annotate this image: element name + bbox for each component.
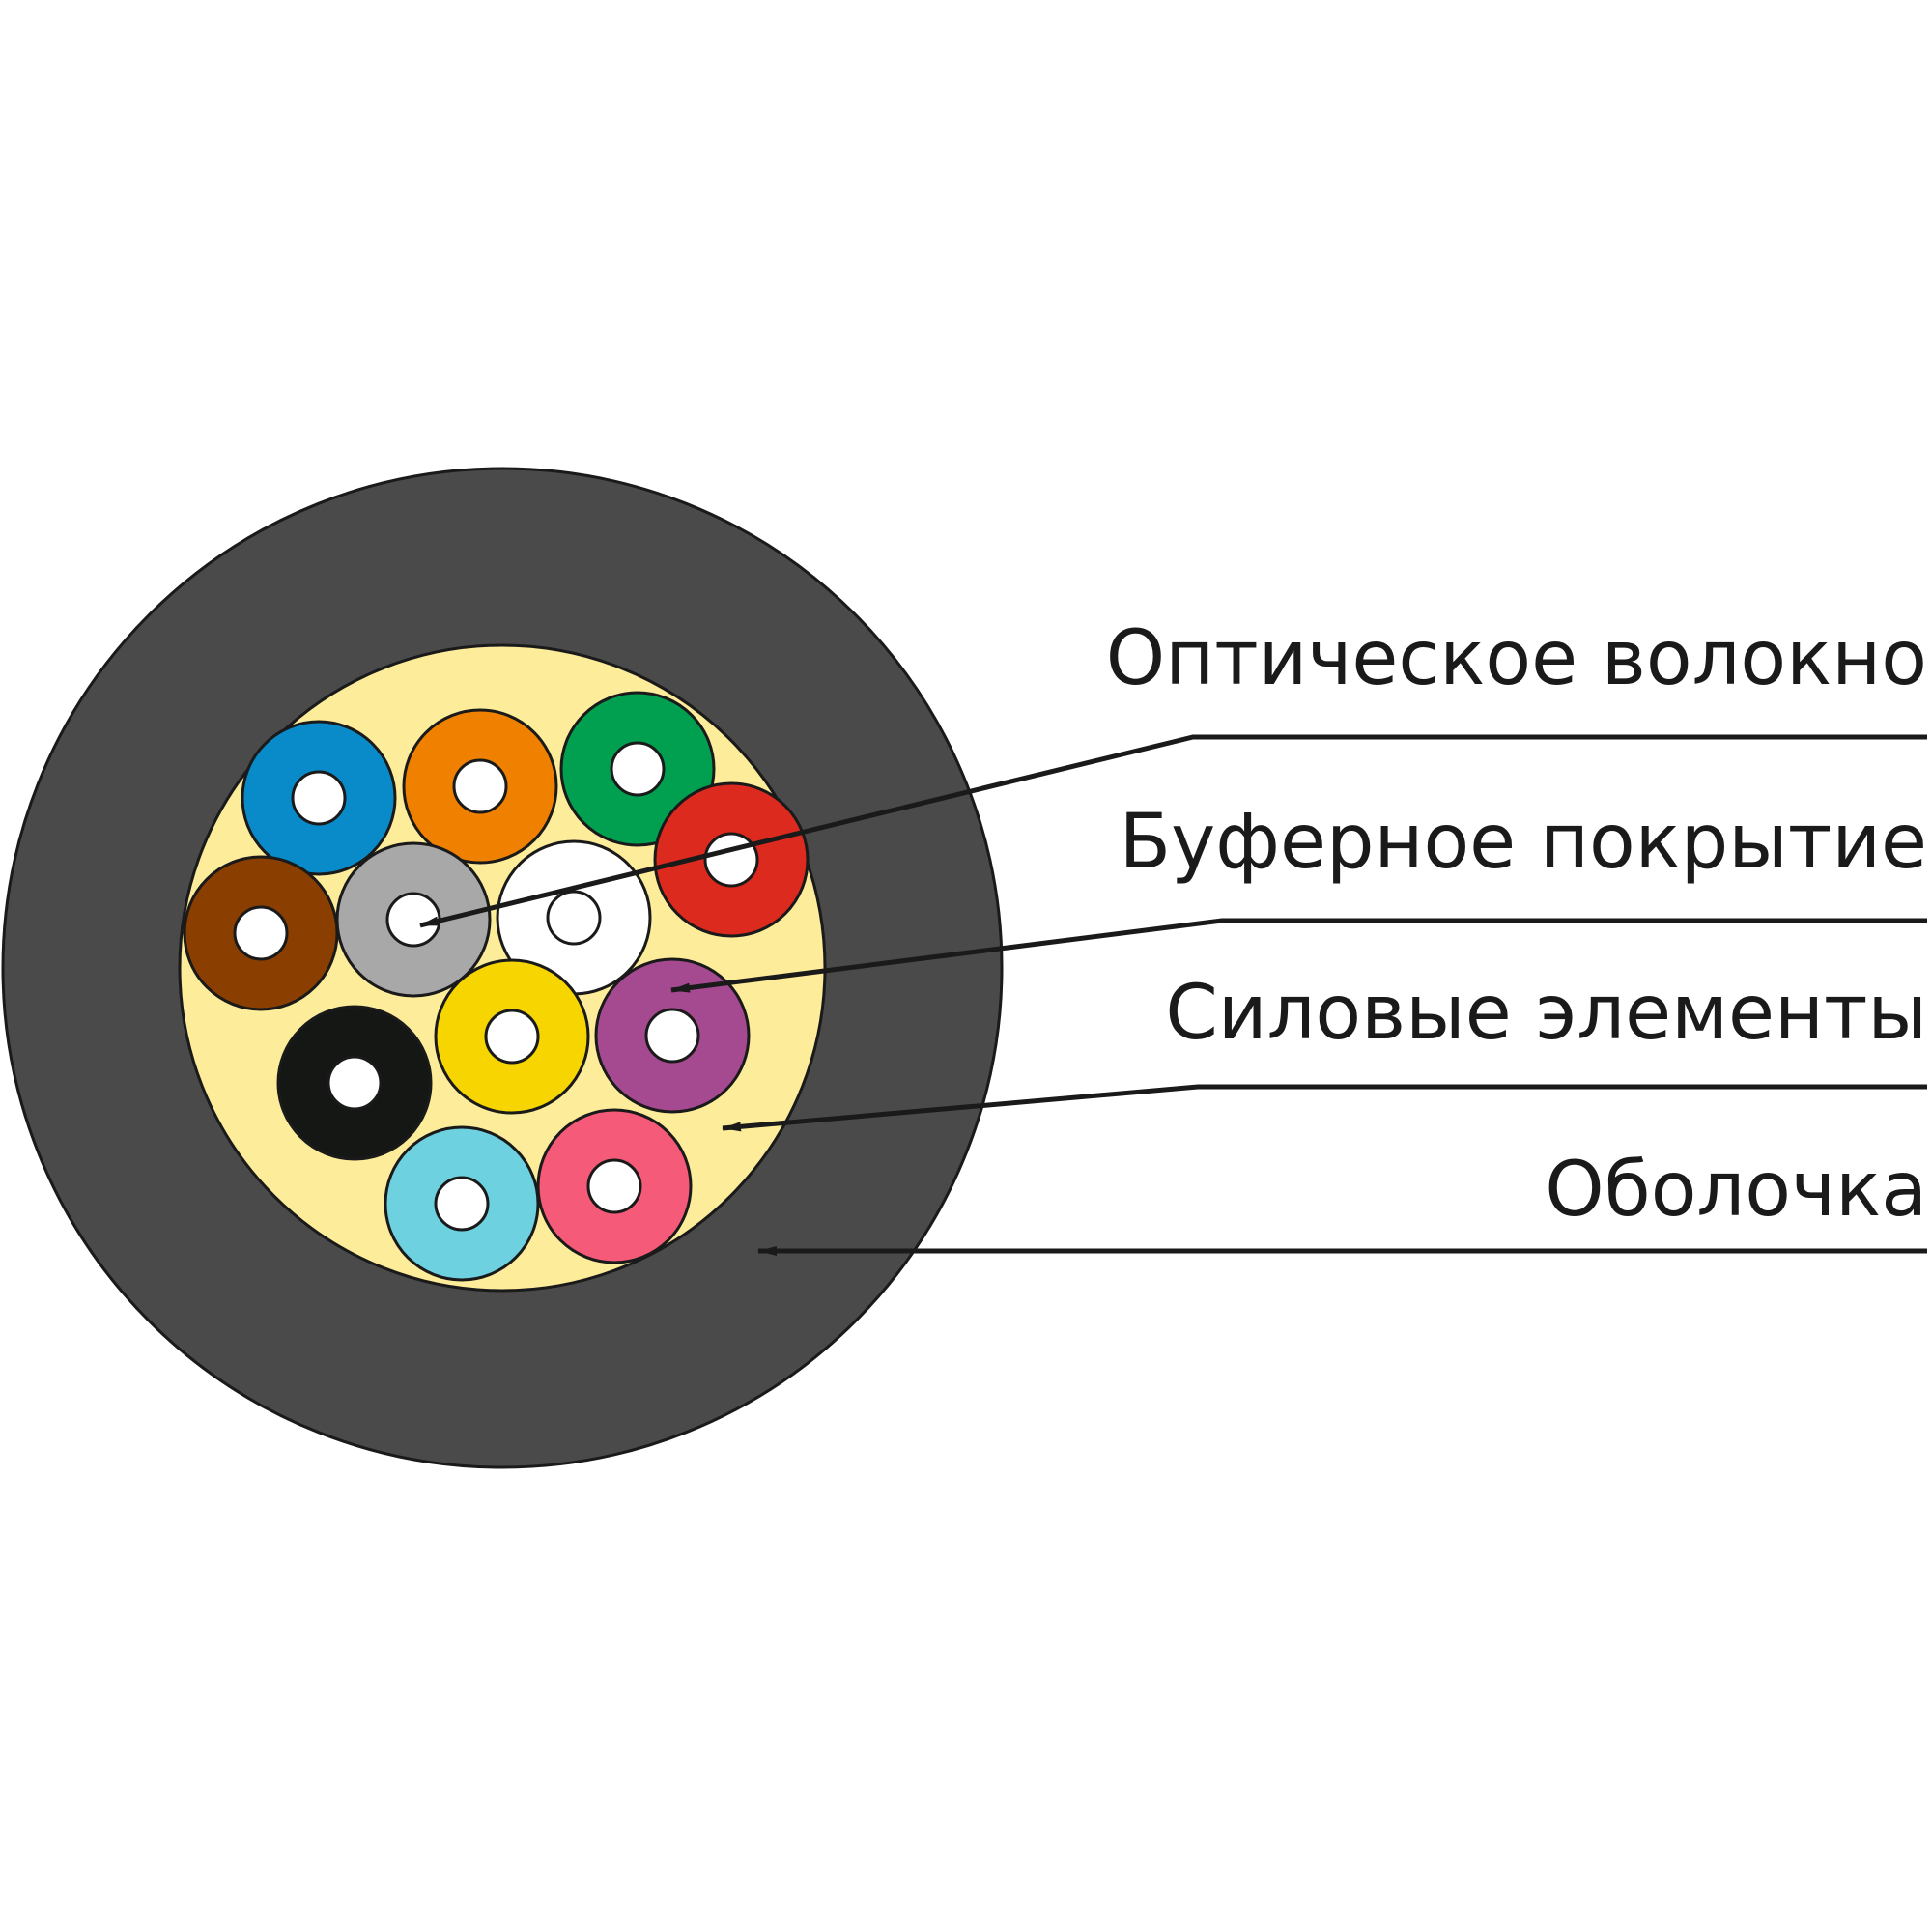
optical-fiber-core-red	[703, 832, 759, 888]
fiber-yellow	[434, 958, 590, 1115]
optical-fiber-core-white	[546, 890, 602, 946]
fiber-aqua	[384, 1125, 540, 1282]
optical-fiber-core-yellow	[484, 1009, 540, 1065]
label-optical-fiber: Оптическое волокно	[1106, 615, 1927, 702]
optical-fiber-core-rose	[586, 1158, 642, 1214]
label-strength-members: Силовые элементы	[1165, 970, 1927, 1057]
optical-fiber-core-blue	[291, 770, 347, 826]
fiber-violet	[594, 957, 751, 1114]
optical-fiber-core-orange	[452, 758, 508, 814]
fiber-orange	[402, 708, 558, 865]
fiber-brown	[183, 855, 339, 1011]
callout-labels: Оптическое волокно Буферное покрытие Сил…	[1106, 615, 1927, 1234]
optical-fiber-core-green	[610, 741, 666, 797]
label-buffer-coating: Буферное покрытие	[1120, 799, 1927, 886]
fiber-black	[276, 1005, 433, 1161]
leader-buffer-coating	[670, 918, 1927, 993]
leader-optical-fiber	[419, 734, 1927, 928]
fibers-group	[183, 691, 810, 1282]
fiber-blue	[241, 720, 397, 876]
optical-fiber-core-brown	[233, 905, 289, 961]
optical-fiber-core-aqua	[434, 1176, 490, 1232]
leader-strength-members	[722, 1084, 1927, 1132]
label-jacket: Оболочка	[1545, 1147, 1927, 1234]
callout-leaders	[419, 734, 1927, 1256]
optical-fiber-core-black	[327, 1055, 383, 1111]
fiber-rose	[536, 1108, 693, 1264]
fiber-gray	[335, 841, 492, 998]
optical-fiber-core-gray	[385, 892, 441, 948]
fiber-red	[653, 781, 810, 938]
optical-fiber-core-violet	[644, 1008, 700, 1064]
